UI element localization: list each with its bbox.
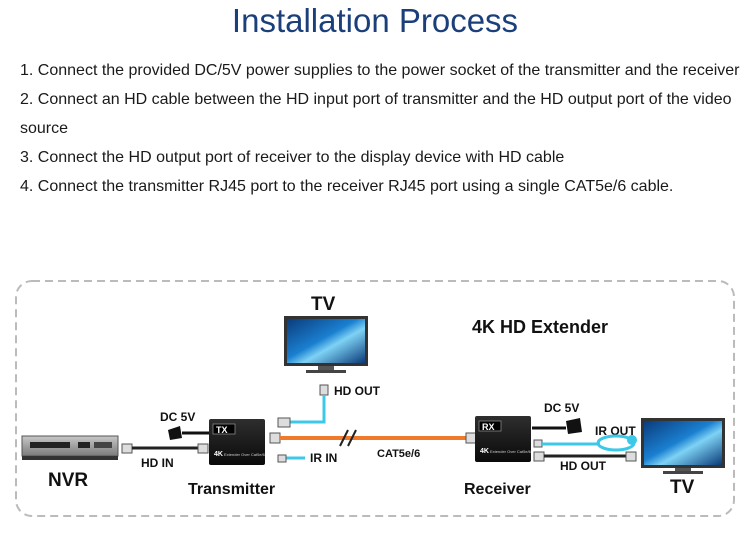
tv-top-label: TV [311, 294, 336, 315]
dc-tx-adapter-icon [168, 426, 210, 440]
transmitter-label: Transmitter [188, 481, 275, 498]
hd-cable-top-plug [277, 417, 291, 428]
hd-out-top-connector [319, 384, 329, 396]
ir-out-label: IR OUT [595, 424, 636, 438]
hd-out-right-plug-left [533, 451, 545, 462]
tx-badge: TX [216, 425, 228, 435]
nvr-icon [21, 435, 119, 460]
dc-rx-adapter-icon [532, 418, 582, 434]
hd-out-right-label: HD OUT [560, 459, 607, 473]
step-2: 2. Connect an HD cable between the HD in… [20, 91, 732, 137]
ir-receiver-icon [596, 434, 637, 452]
ir-in-label: IR IN [310, 451, 337, 465]
nvr-label: NVR [48, 470, 88, 491]
rx-badge: RX [482, 422, 495, 432]
hd-cable-top [290, 395, 326, 424]
cat-plug-right [465, 432, 477, 444]
step-4: 4. Connect the transmitter RJ45 port to … [20, 178, 674, 195]
cat-cable-label: CAT5e/6 [377, 448, 420, 460]
step-1: 1. Connect the provided DC/5V power supp… [20, 62, 740, 79]
dc-tx-label: DC 5V [160, 410, 195, 424]
hd-in-label: HD IN [141, 456, 174, 470]
hd-in-plug-right [197, 443, 209, 454]
instruction-list: 1. Connect the provided DC/5V power supp… [20, 56, 740, 201]
ir-in-plug [277, 454, 287, 463]
page-title: Installation Process [231, 2, 519, 39]
cat-plug-left [269, 432, 281, 444]
hd-in-plug-left [121, 443, 133, 454]
tv-right-label: TV [670, 477, 695, 498]
transmitter-device [209, 419, 265, 465]
receiver-label: Receiver [464, 481, 531, 498]
rx-model: 4K [480, 448, 489, 455]
tx-model: 4K [214, 451, 223, 458]
dc-rx-label: DC 5V [544, 401, 579, 415]
diagram-frame [15, 280, 735, 517]
step-3: 3. Connect the HD output port of receive… [20, 149, 565, 166]
tv-right-icon [641, 418, 725, 474]
diagram-heading: 4K HD Extender [472, 317, 608, 337]
tx-model-sub: Extender Over Cat5e/6 [224, 452, 266, 457]
receiver-device [475, 416, 531, 462]
ir-out-plug [533, 439, 543, 448]
cable-break-icon [339, 429, 357, 447]
tv-top-icon [284, 316, 368, 373]
rx-model-sub: Extender Over Cat5e/6 [490, 449, 532, 454]
hd-out-top-label: HD OUT [334, 384, 381, 398]
hd-out-right-plug-right [625, 451, 637, 462]
